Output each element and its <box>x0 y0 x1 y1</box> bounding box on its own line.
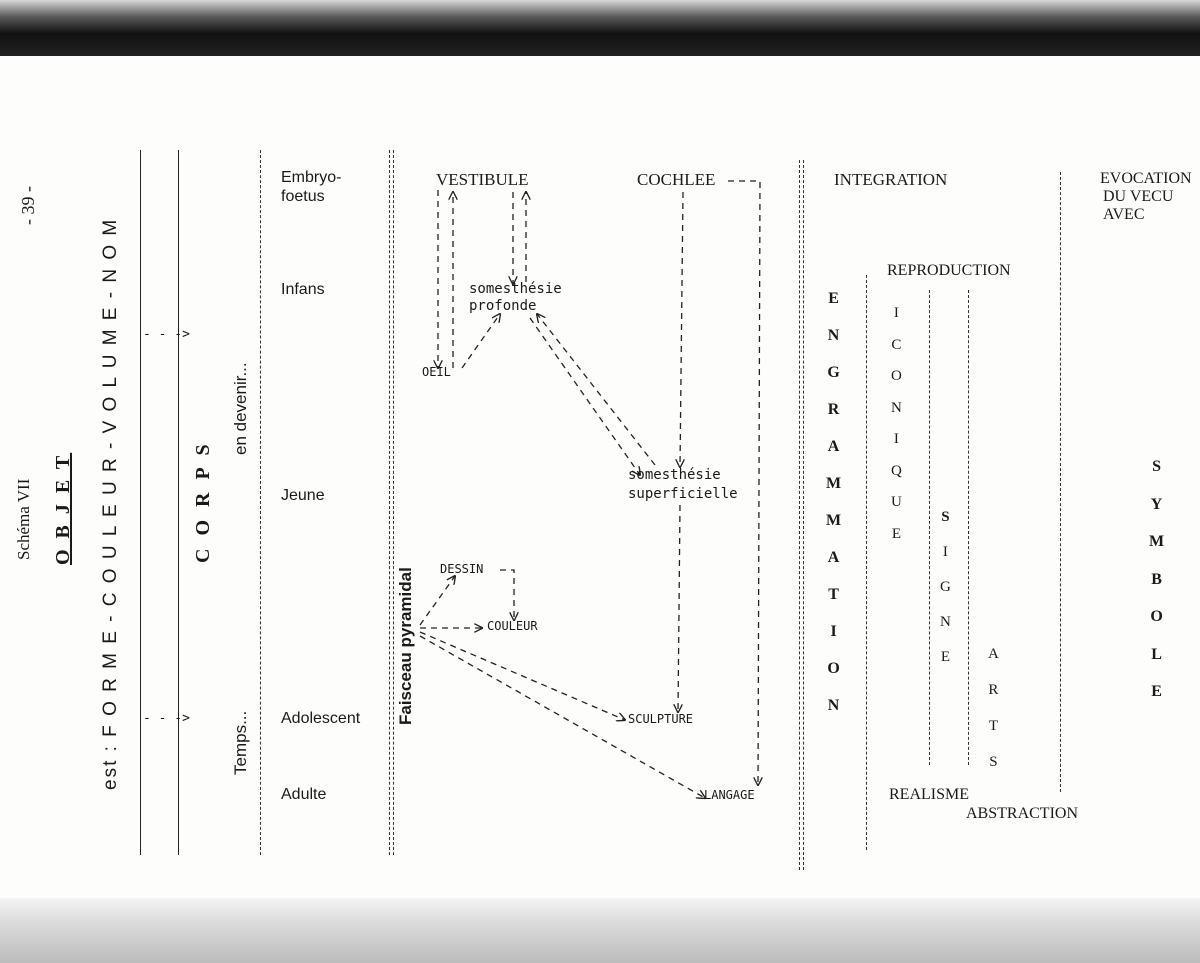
node-couleur: COULEUR <box>487 619 538 633</box>
iconique-divider <box>929 290 930 765</box>
integration-divider-2 <box>803 160 804 870</box>
age-foetus: foetus <box>281 188 325 205</box>
signe-letter: N <box>940 614 951 630</box>
iconique-letter: Q <box>891 462 902 479</box>
arrow-profonde-to-superficielle <box>529 317 640 475</box>
corps-boundary-line <box>178 150 179 855</box>
symbole-letter: S <box>1152 458 1161 475</box>
arrow-superficielle-to-profonde <box>537 314 656 466</box>
signe-letter: S <box>941 509 950 525</box>
node-somesthesie-profonde-1: somesthésie <box>469 281 562 297</box>
iconique-letter: O <box>891 368 902 384</box>
engrammation-letter: T <box>828 586 839 603</box>
arts-letter: R <box>988 682 999 698</box>
arts-letter: A <box>988 646 999 662</box>
arrow-faisceau-to-sculpture <box>419 631 625 720</box>
engrammation-letter: R <box>827 401 840 418</box>
scan-bottom-edge <box>0 898 1200 963</box>
node-somesthesie-profonde-2: profonde <box>469 298 537 314</box>
symbole-letter: M <box>1149 533 1165 550</box>
engrammation-column: E N G R A M M A T I O N <box>826 280 841 724</box>
faisceau-divider-2 <box>393 150 394 855</box>
iconique-letter: E <box>891 525 901 542</box>
reproduction-heading: REPRODUCTION <box>887 262 1011 279</box>
node-somesthesie-superficielle-1: somesthésie <box>628 467 721 483</box>
abstraction-label: ABSTRACTION <box>966 805 1079 822</box>
node-cochlee: COCHLEE <box>637 170 716 189</box>
objet-boundary-line <box>140 150 141 855</box>
arts-letter: T <box>988 718 998 734</box>
evocation-divider <box>1060 172 1061 792</box>
iconique-letter: I <box>893 305 899 321</box>
arrow-cochlee-to-superficielle <box>680 191 683 467</box>
evocation-heading-2: DU VECU <box>1103 188 1174 205</box>
engrammation-letter: N <box>827 697 840 714</box>
symbole-letter: Y <box>1150 495 1163 513</box>
symbole-letter: O <box>1150 608 1163 625</box>
engrammation-letter: O <box>827 660 840 677</box>
realisme-label: REALISME <box>889 786 969 803</box>
node-langage: LANGAGE <box>704 788 755 802</box>
arrow-dessin-to-couleur <box>500 569 514 620</box>
objet-arrow-lower: - - -> <box>143 711 190 726</box>
node-somesthesie-superficielle-2: superficielle <box>628 486 738 502</box>
node-dessin: DESSIN <box>440 562 484 576</box>
node-vestibule: VESTIBULE <box>436 170 529 189</box>
symbole-letter: E <box>1151 683 1162 700</box>
engrammation-letter: A <box>827 549 840 566</box>
signe-letter: G <box>940 579 951 595</box>
evocation-heading-3: AVEC <box>1103 206 1145 223</box>
engrammation-letter: G <box>827 364 840 381</box>
signe-letter: I <box>942 544 948 560</box>
engrammation-letter: M <box>826 512 842 529</box>
age-infans: Infans <box>281 281 325 298</box>
engrammation-letter: A <box>827 438 840 455</box>
symbole-letter: L <box>1151 645 1162 663</box>
iconique-letter: I <box>893 431 899 447</box>
age-adolescent: Adolescent <box>281 710 361 727</box>
arts-letter: S <box>989 754 998 770</box>
scan-top-edge <box>0 0 1200 56</box>
iconique-letter: N <box>891 399 902 416</box>
node-oeil: OEIL <box>422 365 451 379</box>
integration-heading: INTEGRATION <box>834 170 948 189</box>
integration-divider-1 <box>799 160 800 870</box>
arrow-oeil-to-profonde <box>461 314 500 369</box>
arrow-faisceau-to-dessin <box>419 576 455 626</box>
signe-letter: E <box>940 649 950 665</box>
signe-divider <box>968 290 969 765</box>
objet-arrow-upper: - - -> <box>143 327 190 342</box>
age-jeune: Jeune <box>281 487 325 504</box>
iconique-letter: U <box>891 494 902 510</box>
engrammation-letter: N <box>827 327 840 344</box>
age-embryo: Embryo- <box>281 169 342 186</box>
age-adulte: Adulte <box>281 786 327 803</box>
iconique-letter: C <box>891 336 902 353</box>
faisceau-divider-1 <box>389 150 390 855</box>
signe-column: S I G N E <box>940 500 951 675</box>
arts-column: A R T S <box>988 636 999 780</box>
temps-divider <box>260 150 261 855</box>
engrammation-letter: I <box>830 623 837 640</box>
symbole-column: S Y M B O L E <box>1149 448 1164 711</box>
engrammation-letter: E <box>828 290 839 307</box>
iconique-column: I C O N I Q U E <box>891 298 902 550</box>
node-sculpture: SCULPTURE <box>628 712 694 726</box>
symbole-letter: B <box>1151 570 1162 588</box>
engrammation-letter: M <box>826 475 842 492</box>
arrow-superficielle-to-sculpture <box>678 504 680 712</box>
arrow-cochlee-to-langage <box>728 180 760 785</box>
evocation-heading-1: EVOCATION <box>1100 170 1192 187</box>
reproduction-divider <box>866 275 867 850</box>
